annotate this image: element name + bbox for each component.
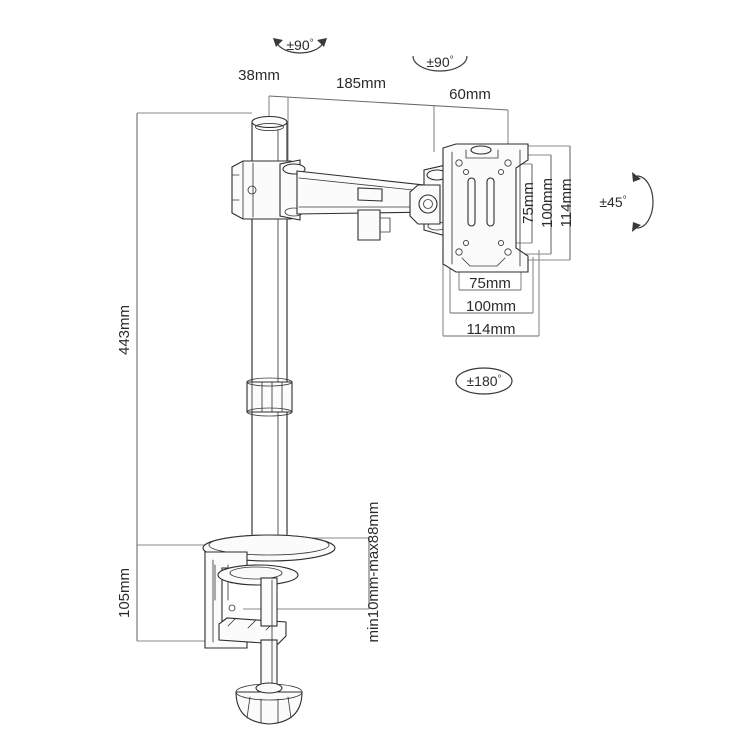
arm-tube-top-edge bbox=[298, 177, 433, 193]
label-pole-swivel: ±90° bbox=[286, 37, 313, 53]
arm-swivel-arc-icon bbox=[412, 55, 468, 72]
angle-pole-swivel: ±90° bbox=[273, 37, 327, 54]
label-vesa-100-horizontal: 100mm bbox=[466, 298, 516, 315]
dimension-labels: 38mm 185mm 60mm 443mm 105mm min10mm-max8… bbox=[116, 67, 575, 642]
vesa-bottom-tab bbox=[461, 257, 506, 267]
collar-body bbox=[246, 381, 293, 413]
cable-clip-hook bbox=[379, 217, 391, 233]
arm-root-bolt bbox=[247, 185, 257, 195]
label-pole-diameter: 38mm bbox=[238, 67, 280, 84]
clamp-screw-shaft-upper bbox=[260, 577, 278, 627]
vesa-hole-75-bottom-right bbox=[497, 239, 505, 247]
tilt-pivot-center bbox=[423, 199, 433, 209]
label-vesa-75-vertical: 75mm bbox=[520, 182, 537, 224]
pole-swivel-arrow-left-icon bbox=[273, 38, 283, 47]
vesa-hole-top-right bbox=[504, 159, 512, 167]
label-desk-thickness: min10mm-max88mm bbox=[365, 502, 382, 643]
vesa-hole-top-left bbox=[455, 159, 463, 167]
vertical-pole bbox=[246, 115, 293, 550]
arm-swivel-knuckle bbox=[279, 159, 301, 221]
vesa-top-tab-cap bbox=[470, 145, 492, 155]
pole-top-cap bbox=[251, 115, 288, 129]
pole-top-inner-ring bbox=[255, 122, 284, 132]
tilt-arrow-bottom-icon bbox=[632, 222, 641, 232]
collar-ribs bbox=[251, 381, 283, 413]
desk-clamp bbox=[202, 534, 336, 725]
label-arm-length: 185mm bbox=[336, 75, 386, 92]
label-vesa-114-vertical: 114mm bbox=[558, 179, 575, 228]
label-arm-swivel: ±90° bbox=[426, 54, 453, 70]
collar-bottom-ellipse bbox=[246, 407, 293, 417]
clamp-screw-knob-flutes bbox=[246, 696, 292, 724]
cable-clip bbox=[357, 209, 391, 241]
tilt-pivot-nut bbox=[418, 194, 438, 214]
vesa-slot-right bbox=[486, 177, 495, 227]
label-rotation: ±180° bbox=[466, 373, 501, 389]
pole-swivel-arc-icon bbox=[276, 42, 324, 54]
arm-mid-boss bbox=[357, 187, 383, 202]
vesa-hole-bottom-left bbox=[455, 248, 463, 256]
vesa-hole-75-top-right bbox=[497, 168, 505, 176]
tilt-arc-icon bbox=[636, 175, 654, 229]
collar-top-ellipse bbox=[246, 377, 293, 387]
vesa-mounting-plate bbox=[442, 143, 529, 273]
vesa-hole-75-bottom-left bbox=[462, 239, 470, 247]
rotation-ellipse-icon bbox=[455, 367, 513, 395]
clamp-upper-pad-inner bbox=[229, 566, 283, 580]
angle-arm-swivel: ±90° bbox=[412, 54, 468, 72]
pole-swivel-arrow-right-icon bbox=[317, 38, 327, 47]
clamp-screw-collar bbox=[255, 682, 283, 694]
vesa-plate-edges bbox=[451, 149, 521, 267]
vesa-hole-bottom-right bbox=[504, 248, 512, 256]
arm-root-ribs bbox=[242, 160, 254, 220]
clamp-screw-shaft-lower bbox=[260, 639, 278, 689]
angle-rotation: ±180° bbox=[455, 367, 513, 395]
angle-tilt: ±45° bbox=[599, 172, 654, 232]
label-vesa-100-vertical: 100mm bbox=[539, 178, 556, 228]
label-tilt: ±45° bbox=[599, 194, 626, 210]
tilt-arrow-top-icon bbox=[632, 172, 641, 182]
label-vesa-75-horizontal: 75mm bbox=[469, 275, 511, 292]
clamp-upper-pad bbox=[217, 564, 299, 586]
cable-clip-body bbox=[357, 209, 381, 241]
label-head-offset: 60mm bbox=[449, 86, 491, 103]
clamp-hole-lower bbox=[228, 604, 236, 612]
angle-symbols: ±90° ±90° ±45° ±180° bbox=[273, 37, 654, 395]
label-vesa-114-horizontal: 114mm bbox=[467, 321, 516, 338]
vesa-plate-outline bbox=[442, 143, 529, 273]
vesa-hole-75-top-left bbox=[462, 168, 470, 176]
label-clamp-height: 105mm bbox=[116, 568, 133, 618]
vesa-slot-left bbox=[467, 177, 476, 227]
vesa-top-tab bbox=[465, 149, 499, 159]
monitor-mount-illustration bbox=[202, 115, 529, 725]
tilt-joint bbox=[409, 184, 441, 225]
clamp-screw-knob bbox=[235, 691, 303, 725]
pole-collar bbox=[246, 377, 293, 417]
dim-line-top-chain bbox=[268, 95, 509, 111]
arm-root-slots bbox=[231, 174, 240, 201]
label-total-height: 443mm bbox=[116, 305, 133, 355]
base-disc-inner bbox=[208, 534, 330, 556]
